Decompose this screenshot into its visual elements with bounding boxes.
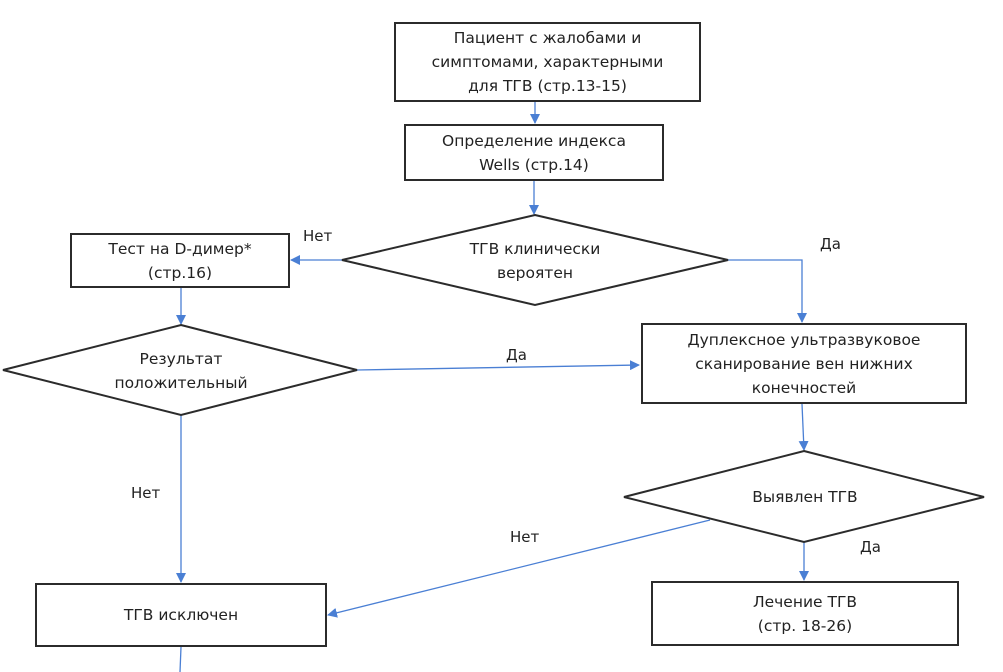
node-treatment: Лечение ТГВ (стр. 18-26) [651,581,959,646]
node-dvt-excluded-line1: ТГВ исключен [123,606,239,624]
decision-dvt-found-line1: Выявлен ТГВ [752,488,858,506]
decision-clinically-probable-line2: вероятен [496,264,574,282]
node-patient: Пациент с жалобами и симптомами, характе… [394,22,701,102]
edge-duplex-to-found [798,403,809,451]
decision-dvt-found: Выявлен ТГВ [700,484,910,510]
node-wells-line2: Wells (стр.14) [479,155,589,174]
edge-label-result-no: Нет [131,484,161,502]
node-wells: Определение индекса Wells (стр.14) [404,124,664,181]
edge-label-no-d-dimer: Нет [303,227,333,245]
node-duplex-line1: Дуплексное ультразвуковое [687,330,921,349]
node-duplex-line3: конечностей [751,378,857,397]
node-patient-line1: Пациент с жалобами и [453,29,642,47]
edge-found-no-to-excluded [327,519,711,618]
decision-clinically-probable: ТГВ клинически вероятен [415,235,655,287]
node-wells-line1: Определение индекса [442,131,626,150]
edge-label-found-no: Нет [510,528,540,546]
node-d-dimer-line1: Тест на D-димер* [108,239,252,258]
edge-result-yes-to-duplex [356,360,640,371]
decision-dvt-found-shape [623,449,985,544]
decision-clinically-probable-line1: ТГВ клинически [469,240,601,258]
node-d-dimer: Тест на D-димер* (стр.16) [70,233,290,288]
decision-clinically-probable-shape [341,213,729,307]
decision-result-positive-shape [2,323,358,417]
node-dvt-excluded: ТГВ исключен [35,583,327,647]
node-duplex: Дуплексное ультразвуковое сканирование в… [641,323,967,404]
node-d-dimer-line2: (стр.16) [147,263,213,282]
edge-label-found-yes: Да [860,538,881,556]
edge-excluded-continuation [179,646,182,672]
decision-result-positive-line1: Результат [139,350,223,368]
node-patient-line2: симптомами, характерными [431,53,664,71]
decision-result-positive-line2: положительный [114,374,248,392]
edge-label-yes-duplex: Да [820,235,841,253]
node-duplex-line2: сканирование вен нижних [695,354,913,373]
decision-result-positive: Результат положительный [71,345,291,397]
edge-label-result-yes: Да [506,346,527,364]
node-treatment-line1: Лечение ТГВ [752,592,858,611]
node-treatment-line2: (стр. 18-26) [757,616,853,635]
edge-yes-to-duplex [728,259,807,323]
node-patient-line3: для ТГВ (стр.13-15) [468,77,627,95]
